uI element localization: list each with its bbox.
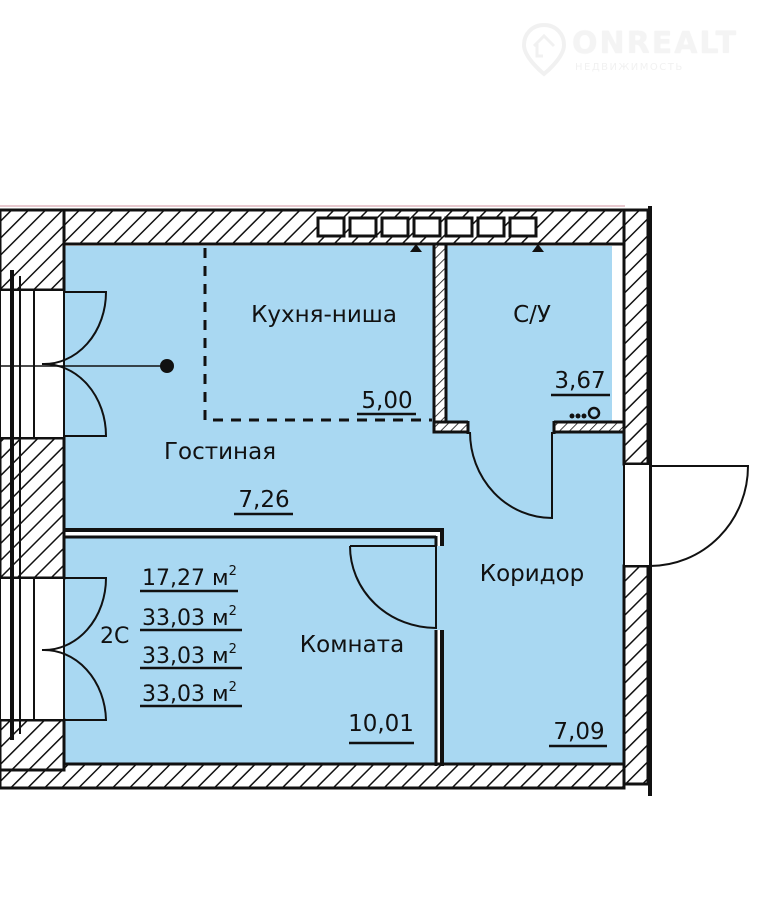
bedroom-fill bbox=[64, 538, 436, 764]
area-total-3: 33,03 м2 bbox=[142, 680, 237, 707]
entrance-door[interactable] bbox=[649, 465, 750, 567]
wall-right-lower bbox=[622, 564, 650, 786]
watermark-tagline: НЕДВИЖИМОСТЬ bbox=[575, 62, 684, 73]
room-fills bbox=[64, 246, 624, 764]
area-living: 17,27 м2 bbox=[142, 564, 237, 591]
bedroom-area: 10,01 bbox=[348, 711, 414, 737]
bedroom-door[interactable] bbox=[349, 545, 437, 630]
window-sashes bbox=[41, 291, 108, 721]
living-name: Гостиная bbox=[164, 439, 276, 465]
apartment-type: 2С bbox=[100, 624, 129, 649]
corridor-fill-top bbox=[434, 430, 624, 528]
apartment-areas: 17,27 м2 33,03 м2 33,03 м2 33,03 м2 bbox=[140, 564, 242, 708]
wall-bottom bbox=[0, 762, 626, 790]
entrance-opening bbox=[623, 463, 651, 567]
bedroom-name: Комната bbox=[300, 632, 404, 658]
kitchen-name: Кухня-ниша bbox=[251, 302, 397, 328]
corridor-name: Коридор bbox=[480, 561, 585, 587]
bathroom-name: С/У bbox=[513, 302, 551, 328]
riser-mark bbox=[532, 244, 544, 252]
kitchen-area: 5,00 bbox=[361, 388, 412, 414]
wall-left bbox=[0, 208, 66, 772]
ventilation-blocks bbox=[316, 216, 538, 238]
bathroom-door[interactable] bbox=[469, 431, 553, 520]
area-total-2: 33,03 м2 bbox=[142, 642, 237, 669]
living-room-fill bbox=[64, 246, 434, 528]
watermark-logo: ONREALT НЕДВИЖИМОСТЬ bbox=[520, 22, 750, 77]
corridor-fill bbox=[444, 528, 624, 764]
corridor-area: 7,09 bbox=[553, 719, 604, 745]
area-total: 33,03 м2 bbox=[142, 604, 237, 631]
bathroom-area: 3,67 bbox=[554, 368, 605, 394]
riser-mark bbox=[410, 244, 422, 252]
lamp-icon bbox=[160, 359, 174, 373]
bathroom-fill bbox=[446, 246, 612, 422]
bathroom-wall-left bbox=[432, 242, 448, 432]
house-pin-icon bbox=[521, 22, 567, 77]
wall-right-upper bbox=[622, 208, 650, 466]
kitchen-niche-boundary bbox=[203, 248, 432, 422]
bathroom-door-opening bbox=[468, 420, 554, 434]
watermark-brand: ONREALT bbox=[572, 26, 739, 61]
living-area: 7,26 bbox=[238, 487, 289, 513]
bathroom-fixture-icon bbox=[569, 406, 601, 420]
